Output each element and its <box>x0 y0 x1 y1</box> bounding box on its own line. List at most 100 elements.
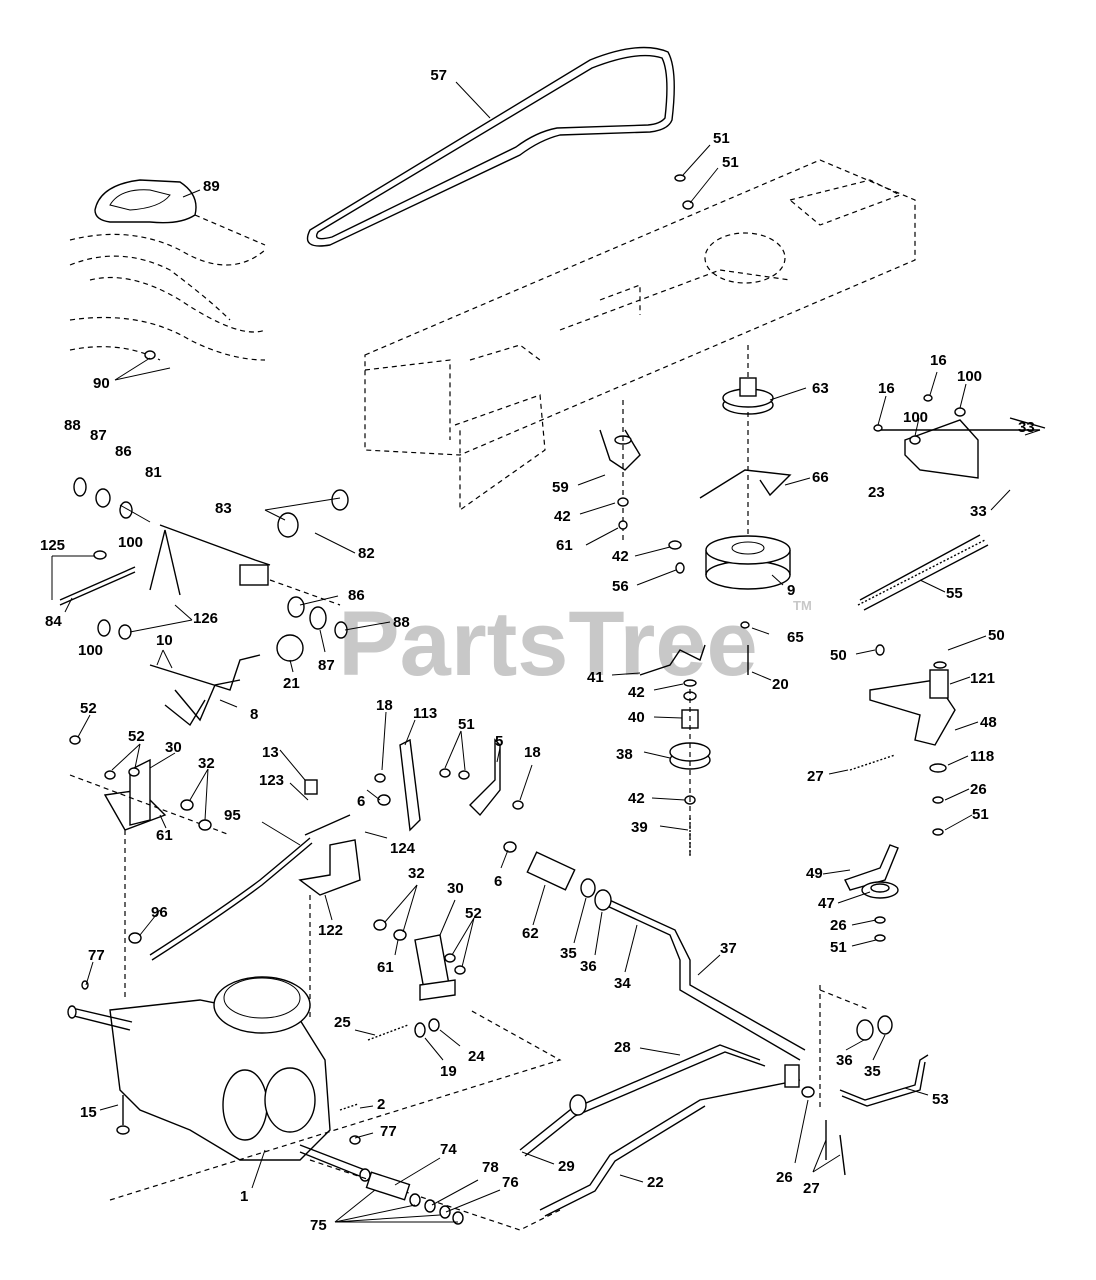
callout-113: 113 <box>413 705 437 722</box>
callout-87: 87 <box>90 427 107 444</box>
callout-52: 52 <box>465 905 482 922</box>
callout-88: 88 <box>64 417 81 434</box>
callout-33: 33 <box>970 503 987 520</box>
callout-35: 35 <box>560 945 577 962</box>
callout-48: 48 <box>980 714 997 731</box>
callout-5: 5 <box>495 733 503 750</box>
callout-37: 37 <box>720 940 737 957</box>
seat-outline <box>69 179 266 361</box>
callout-90: 90 <box>93 375 110 392</box>
callout-87: 87 <box>318 657 335 674</box>
callout-75: 75 <box>310 1217 327 1234</box>
callout-36: 36 <box>580 958 597 975</box>
callout-122: 122 <box>318 922 343 939</box>
callout-100: 100 <box>957 368 982 385</box>
callout-22: 22 <box>647 1174 664 1191</box>
callout-56: 56 <box>612 578 629 595</box>
callout-42: 42 <box>554 508 571 525</box>
brake-spring <box>339 1018 440 1111</box>
callout-88: 88 <box>393 614 410 631</box>
callout-39: 39 <box>631 819 648 836</box>
callout-63: 63 <box>812 380 829 397</box>
callout-16: 16 <box>878 380 895 397</box>
transaxle <box>67 976 562 1231</box>
callout-125: 125 <box>40 537 65 554</box>
right-idler-arm <box>849 661 956 836</box>
callout-18: 18 <box>524 744 541 761</box>
callout-26: 26 <box>776 1169 793 1186</box>
callout-118: 118 <box>970 748 994 765</box>
callout-23: 23 <box>868 484 885 501</box>
callout-42: 42 <box>612 548 629 565</box>
callout-32: 32 <box>408 865 425 882</box>
watermark-text: PartsTree <box>338 593 757 695</box>
drive-belt <box>306 46 675 247</box>
leader-lines <box>51 81 1041 1223</box>
callout-121: 121 <box>970 670 995 687</box>
callout-41: 41 <box>587 669 604 686</box>
callout-89: 89 <box>203 178 220 195</box>
drive-rods <box>519 1044 801 1217</box>
callout-123: 123 <box>259 772 284 789</box>
callout-27: 27 <box>807 768 824 785</box>
callout-19: 19 <box>440 1063 457 1080</box>
left-mount-bracket <box>69 758 231 1000</box>
callout-82: 82 <box>358 545 375 562</box>
callout-100: 100 <box>78 642 103 659</box>
pivot-bracket <box>875 417 1046 479</box>
callout-61: 61 <box>156 827 173 844</box>
callout-78: 78 <box>482 1159 499 1176</box>
callout-42: 42 <box>628 790 645 807</box>
callout-18: 18 <box>376 697 393 714</box>
callout-51: 51 <box>458 716 475 733</box>
callout-40: 40 <box>628 709 645 726</box>
callout-27: 27 <box>803 1180 820 1197</box>
callout-20: 20 <box>772 676 789 693</box>
center-pulley-stack <box>639 644 711 860</box>
callout-100: 100 <box>118 534 143 551</box>
callout-36: 36 <box>836 1052 853 1069</box>
callout-1: 1 <box>240 1188 248 1205</box>
callout-86: 86 <box>115 443 132 460</box>
callout-52: 52 <box>80 700 97 717</box>
callout-32: 32 <box>198 755 215 772</box>
lift-lever <box>149 654 261 727</box>
callout-10: 10 <box>156 632 173 649</box>
callout-26: 26 <box>830 917 847 934</box>
callout-55: 55 <box>946 585 963 602</box>
callout-13: 13 <box>262 744 279 761</box>
electric-clutch <box>705 535 791 590</box>
callout-9: 9 <box>787 582 795 599</box>
callout-66: 66 <box>812 469 829 486</box>
callout-15: 15 <box>80 1104 97 1121</box>
callout-35: 35 <box>864 1063 881 1080</box>
callout-8: 8 <box>250 706 258 723</box>
control-cable <box>149 779 351 961</box>
callout-84: 84 <box>45 613 62 630</box>
cable-bracket <box>298 839 361 1020</box>
callout-50: 50 <box>830 647 847 664</box>
tractor-frame <box>364 159 916 512</box>
callout-77: 77 <box>380 1123 397 1140</box>
idler-bracket-47-49 <box>844 844 899 942</box>
callout-47: 47 <box>818 895 835 912</box>
callout-74: 74 <box>440 1141 457 1158</box>
callout-21: 21 <box>283 675 300 692</box>
tension-spring <box>857 534 989 611</box>
callout-42: 42 <box>628 684 645 701</box>
callout-95: 95 <box>224 807 241 824</box>
callout-51: 51 <box>830 939 847 956</box>
callout-25: 25 <box>334 1014 351 1031</box>
callout-38: 38 <box>616 746 633 763</box>
callout-29: 29 <box>558 1158 575 1175</box>
callout-126: 126 <box>193 610 218 627</box>
callout-100: 100 <box>903 409 928 426</box>
axle-washers <box>365 1171 464 1225</box>
callout-81: 81 <box>145 464 162 481</box>
callout-65: 65 <box>787 629 804 646</box>
callout-16: 16 <box>930 352 947 369</box>
callout-24: 24 <box>468 1048 485 1065</box>
callout-30: 30 <box>165 739 182 756</box>
